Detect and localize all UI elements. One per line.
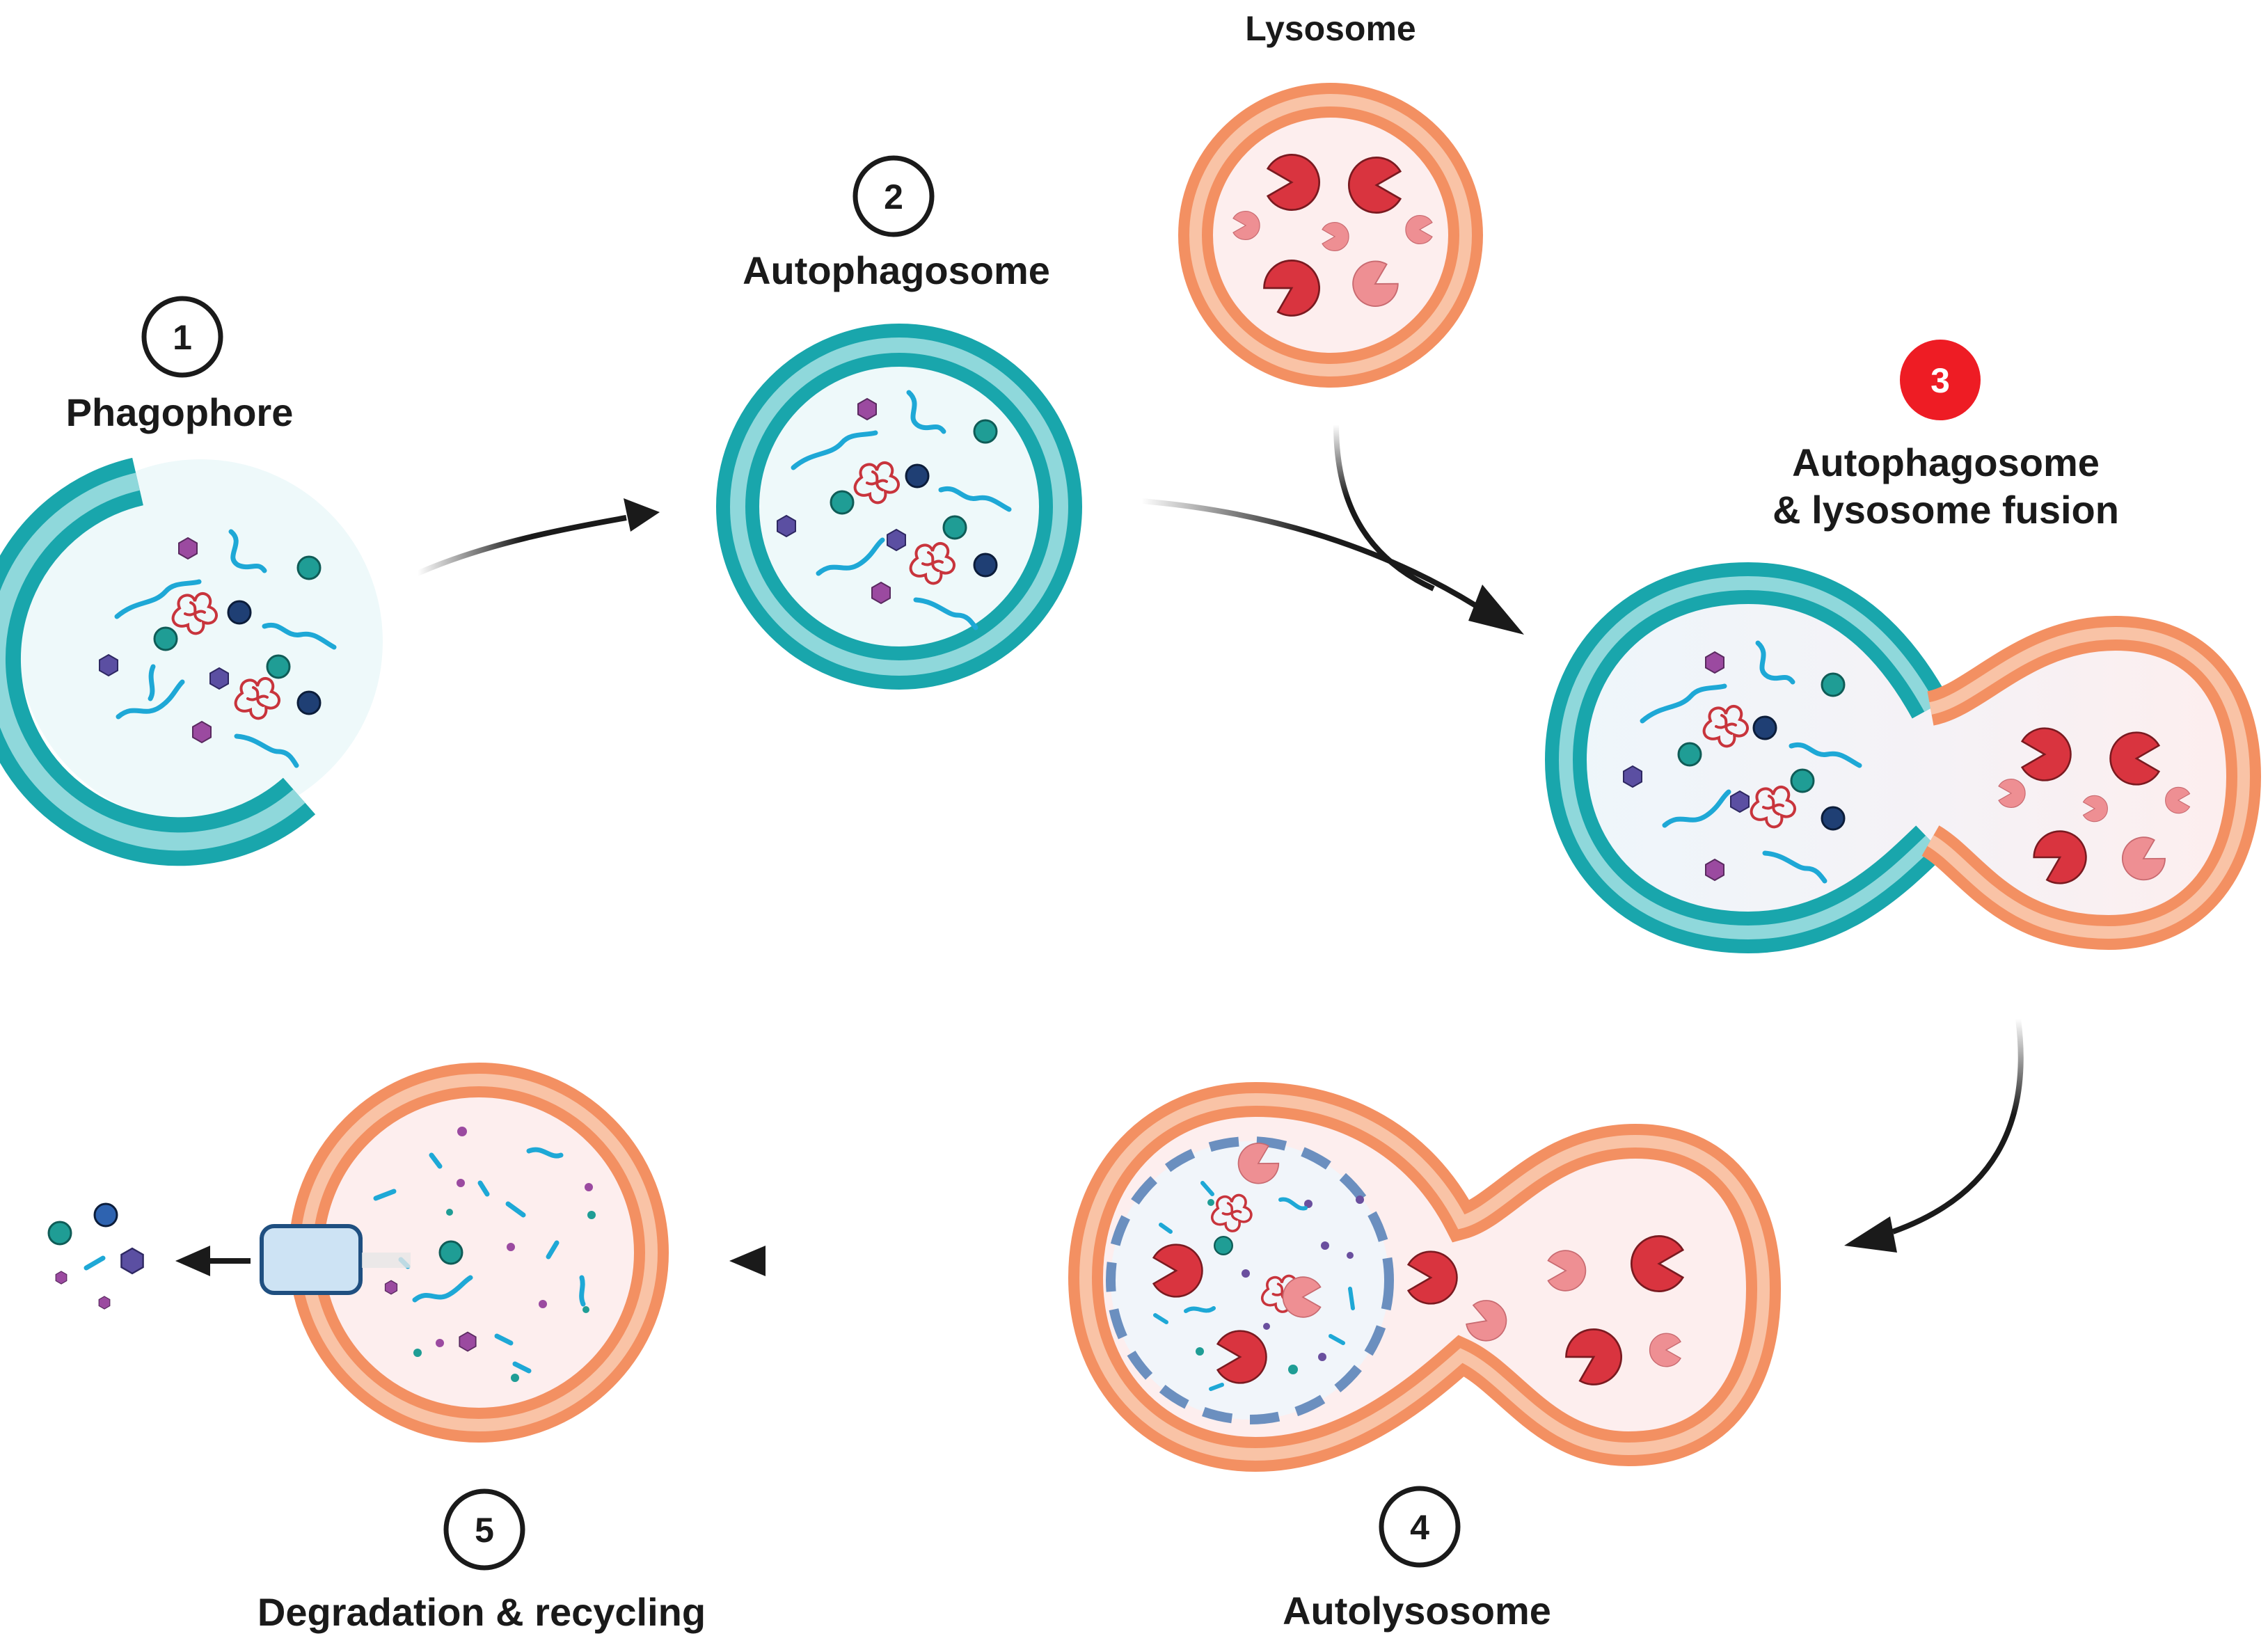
degradation-label: Degradation & recycling — [257, 1590, 706, 1634]
phagophore-label: Phagophore — [66, 390, 294, 434]
fusion-label-line1: Autophagosome — [1792, 440, 2100, 484]
fusion-label-line2: & lysosome fusion — [1773, 488, 2119, 532]
organelle-dot — [296, 690, 322, 715]
sugars-lipids — [413, 1209, 596, 1382]
step-5-badge: 5 — [443, 1488, 525, 1571]
hexagon-molecule — [192, 721, 212, 743]
arrow-lysosome-to-3 — [1333, 424, 1435, 591]
rna-strands — [1640, 640, 1862, 884]
arrow-3-to-4 — [1844, 1018, 2024, 1253]
stage-5-degradation: 5 Degradation & recycling — [47, 1063, 706, 1634]
step-3-number: 3 — [1930, 361, 1950, 400]
organelle-dot — [1790, 768, 1815, 793]
organelle-dot — [905, 463, 930, 489]
organelle-dot — [830, 490, 855, 515]
hexagon-molecule — [1730, 791, 1750, 813]
organelle-dot — [1821, 806, 1846, 831]
rna-strands — [114, 529, 337, 768]
step-3-badge: 3 — [1900, 340, 1981, 420]
hexagon-molecule — [1705, 859, 1724, 881]
arrow-4-to-5 — [729, 1246, 1002, 1276]
organelle-dot — [438, 1240, 463, 1265]
recycled-building-blocks — [47, 1202, 144, 1310]
organelle-dot — [296, 555, 322, 580]
nucleotide-fragments — [373, 1147, 586, 1374]
hexagon-molecule — [1705, 651, 1724, 674]
stage-2-autophagosome: 2 Autophagosome — [716, 155, 1082, 690]
autolysosome-contents — [1152, 1136, 1684, 1394]
hexagon-molecule — [120, 1247, 144, 1275]
lysosome: Lysosome — [1178, 9, 1483, 388]
step-5-number: 5 — [475, 1511, 494, 1550]
stage-3-fusion: 3 Autophagosome & lysosome fusion — [1544, 340, 2262, 954]
hexagon-molecule — [459, 1331, 477, 1352]
hexagon-molecule — [384, 1280, 398, 1295]
lysosome-label: Lysosome — [1245, 9, 1415, 48]
hexagon-molecule — [98, 1296, 111, 1310]
step-2-number: 2 — [884, 177, 903, 216]
hexagon-molecule — [99, 654, 118, 676]
arrow-1-to-2 — [416, 498, 660, 576]
degraded-strands — [1153, 1181, 1355, 1391]
stage-1-phagophore: 1 Phagophore — [0, 296, 383, 866]
degraded-fragments — [1242, 1196, 1364, 1361]
hexagon-molecule — [857, 398, 877, 420]
hexagon-molecule — [871, 582, 891, 604]
step-2-badge: 2 — [853, 155, 935, 237]
hexagon-molecule — [1623, 765, 1642, 788]
autophagosome-label: Autophagosome — [743, 248, 1050, 292]
organelle-dot — [1821, 672, 1846, 697]
organelle-dot — [227, 600, 252, 625]
hexagon-molecule — [178, 537, 198, 559]
organelle-dot — [1752, 715, 1777, 740]
autophagosome-cargo — [777, 390, 1012, 630]
organelle-dot — [47, 1221, 72, 1246]
step-4-badge: 4 — [1379, 1486, 1461, 1568]
organelle-dot — [1677, 742, 1702, 767]
arrow-release — [175, 1246, 251, 1276]
arrow-2-to-3 — [1141, 498, 1524, 635]
organelle-dot — [93, 1202, 118, 1228]
organelle-dot — [973, 419, 998, 444]
organelle-dot — [1213, 1235, 1234, 1256]
hexagon-molecule — [209, 667, 229, 690]
stage-4-autolysosome: 4 Autolysosome — [1068, 1081, 1782, 1633]
phagophore-cargo — [99, 529, 337, 768]
organelle-dot — [266, 654, 291, 679]
organelle-dot — [942, 515, 967, 540]
hexagon-molecule — [55, 1271, 68, 1285]
step-1-number: 1 — [173, 318, 192, 357]
autophagosome-membrane — [716, 324, 1082, 690]
step-1-badge: 1 — [141, 296, 223, 378]
rna-strands — [791, 390, 1012, 630]
phagophore-membrane — [0, 457, 383, 866]
amino-acids — [436, 1127, 593, 1347]
organelle-dot — [973, 553, 998, 578]
degraded-fragments-teal — [1196, 1199, 1298, 1374]
autolysosome-label: Autolysosome — [1283, 1589, 1551, 1633]
step-4-number: 4 — [1410, 1508, 1429, 1547]
efflux-transporter — [260, 1224, 411, 1295]
nucleotide-fragment — [84, 1255, 106, 1271]
hexagon-molecule — [887, 529, 906, 551]
degradation-fragments — [373, 1127, 596, 1382]
organelle-dot — [153, 626, 178, 651]
hexagon-molecule — [777, 515, 796, 537]
fusion-cargo — [1623, 640, 2191, 892]
